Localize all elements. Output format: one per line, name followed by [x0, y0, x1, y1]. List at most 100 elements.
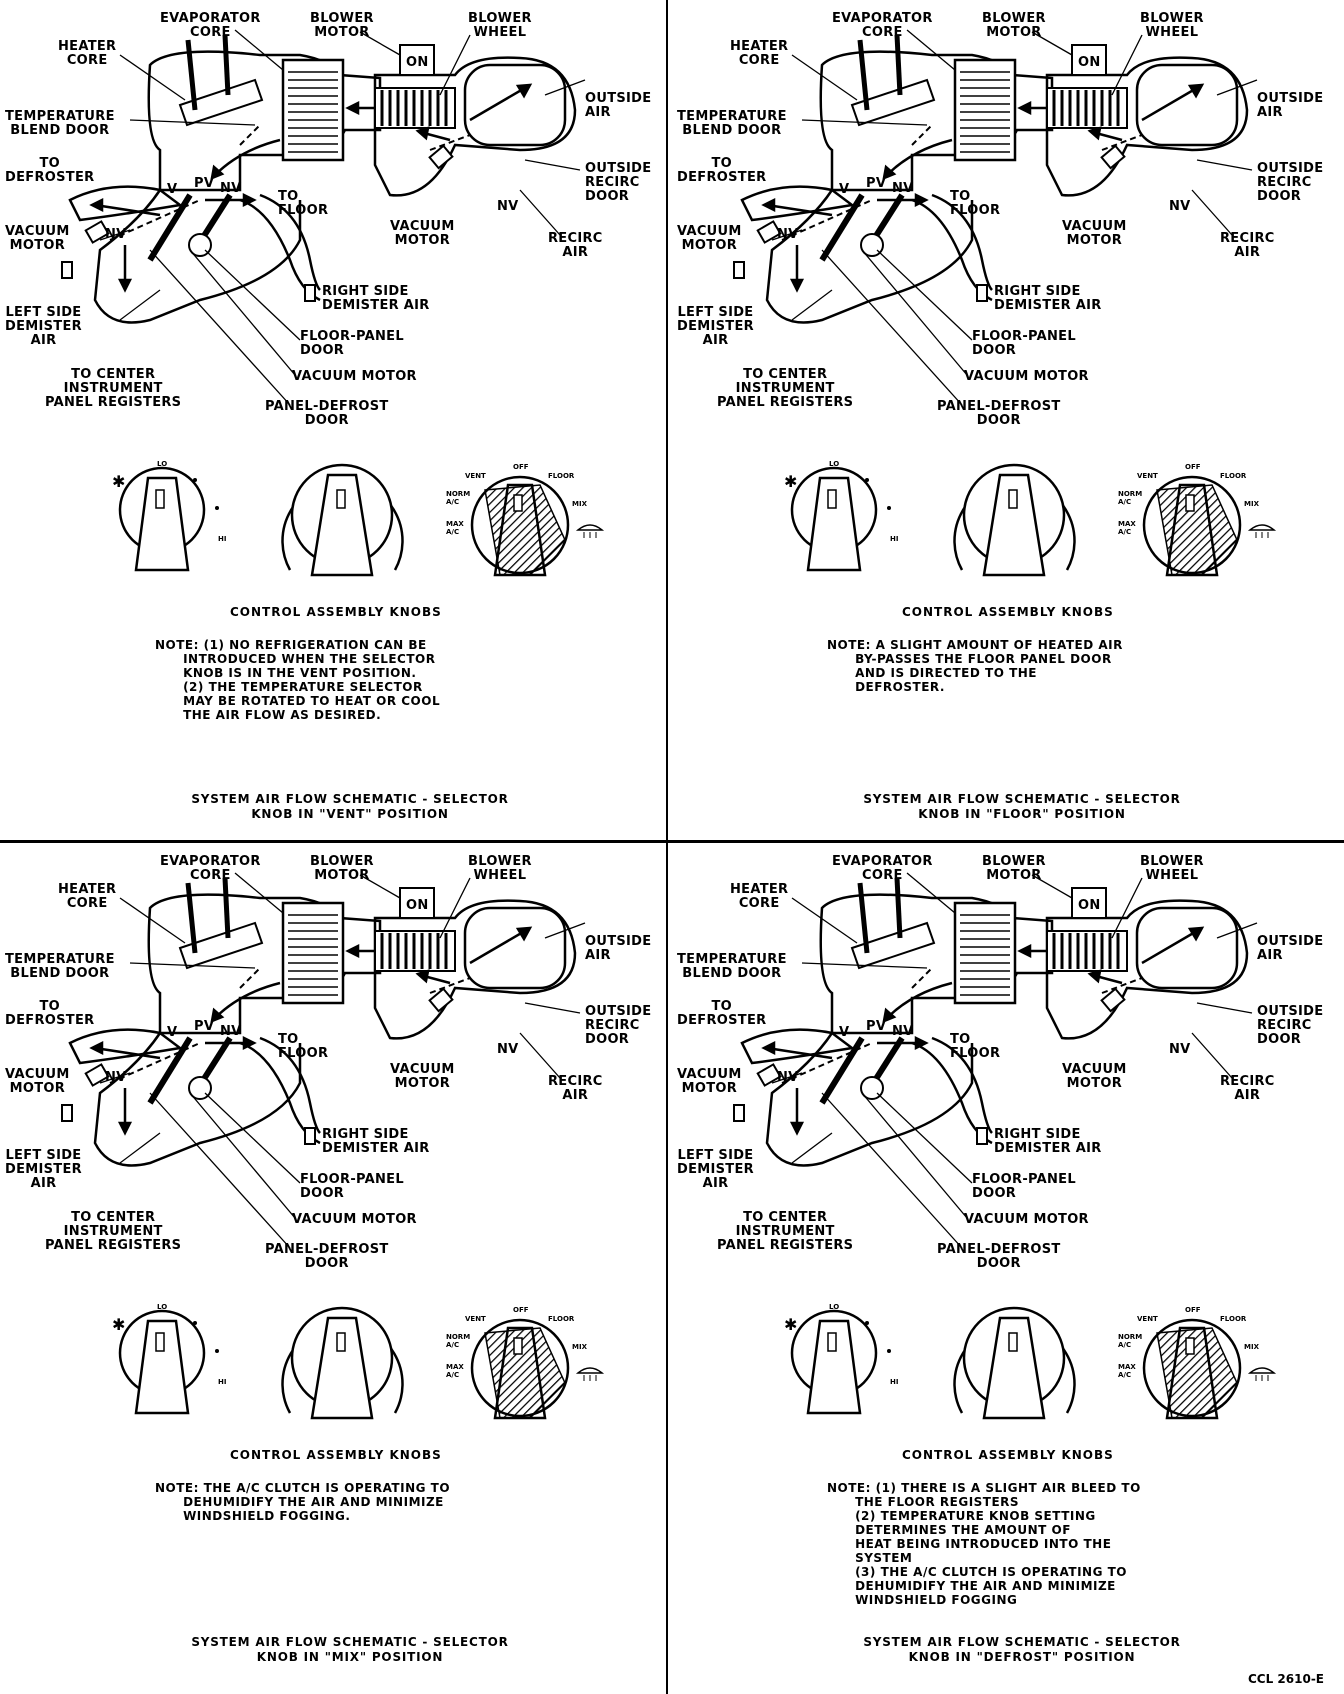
schematic-panel-2: EVAPORATOR CORE BLOWER MOTOR BLOWER WHEE…: [672, 0, 1344, 840]
mode-norm-ac-label: NORM A/C: [1118, 490, 1143, 506]
control-knobs: ✱: [784, 1306, 1277, 1420]
evaporator-fins: [288, 914, 338, 996]
control-knobs: ✱: [112, 463, 605, 577]
mode-mix-label: MIX: [1244, 1343, 1259, 1351]
mode-mix-label: MIX: [1244, 500, 1259, 508]
control-assembly-caption: CONTROL ASSEMBLY KNOBS: [902, 1448, 1114, 1462]
mode-max-ac-label: MAX A/C: [1118, 1363, 1136, 1379]
label-nv-left: NV: [777, 1070, 799, 1085]
label-right-side-demister: RIGHT SIDE DEMISTER AIR: [994, 1127, 1102, 1156]
note-text: NOTE: (1) THERE IS A SLIGHT AIR BLEED TO…: [827, 1481, 1141, 1607]
fan-knob: ✱: [784, 466, 891, 572]
control-knobs: ✱: [784, 463, 1277, 577]
mode-selector-knob: [470, 1318, 605, 1420]
vacuum-motors: [61, 144, 454, 302]
airflow-arrows: [761, 926, 1205, 1136]
label-v: V: [167, 1025, 178, 1040]
airflow-arrows: [89, 83, 533, 293]
label-right-side-demister: RIGHT SIDE DEMISTER AIR: [994, 284, 1102, 313]
vertical-divider: [666, 0, 668, 1694]
mode-max-ac-label: MAX A/C: [446, 520, 464, 536]
label-on: ON: [406, 55, 429, 70]
label-panel-defrost-door: PANEL-DEFROST DOOR: [265, 1242, 389, 1271]
label-floor-panel-door: FLOOR-PANEL DOOR: [972, 1172, 1076, 1201]
label-heater-core: HEATER CORE: [730, 39, 789, 68]
defrost-icon: [575, 1367, 605, 1381]
label-right-side-demister: RIGHT SIDE DEMISTER AIR: [322, 1127, 430, 1156]
label-heater-core: HEATER CORE: [730, 882, 789, 911]
mode-vent-label: VENT: [465, 1315, 486, 1323]
label-on: ON: [406, 898, 429, 913]
label-evaporator-core: EVAPORATOR CORE: [160, 11, 261, 40]
note-text: NOTE: (1) NO REFRIGERATION CAN BE INTROD…: [155, 638, 441, 722]
panel-title: SYSTEM AIR FLOW SCHEMATIC - SELECTOR KNO…: [191, 792, 509, 821]
label-left-side-demister: LEFT SIDE DEMISTER AIR: [5, 1148, 82, 1191]
label-blower-wheel: BLOWER WHEEL: [468, 11, 532, 40]
label-left-side-demister: LEFT SIDE DEMISTER AIR: [5, 305, 82, 348]
figure-code: CCL 2610-E: [1247, 1672, 1324, 1686]
label-to-floor: TO FLOOR: [950, 189, 1001, 218]
label-floor-panel-door: FLOOR-PANEL DOOR: [300, 329, 404, 358]
label-temperature-blend-door: TEMPERATURE BLEND DOOR: [677, 952, 787, 981]
label-right-side-demister: RIGHT SIDE DEMISTER AIR: [322, 284, 430, 313]
label-v: V: [167, 182, 178, 197]
label-blower-motor: BLOWER MOTOR: [982, 11, 1046, 40]
label-nv: NV: [220, 1024, 242, 1039]
label-blower-motor: BLOWER MOTOR: [310, 11, 374, 40]
control-knobs: ✱: [112, 1306, 605, 1420]
fan-lo-label: LO: [829, 460, 840, 468]
temperature-knob: [281, 463, 404, 577]
leader-lines: [99, 29, 586, 406]
label-vacuum-motor-mid: VACUUM MOTOR: [1062, 1062, 1127, 1091]
blower-wheel: [1046, 930, 1128, 972]
fan-knob: ✱: [112, 466, 219, 572]
panel-title: SYSTEM AIR FLOW SCHEMATIC - SELECTOR KNO…: [863, 792, 1181, 821]
fan-knob: ✱: [784, 1309, 891, 1415]
mode-mix-label: MIX: [572, 1343, 587, 1351]
label-vacuum-motor-bottom: VACUUM MOTOR: [292, 1212, 417, 1227]
label-nv-recirc: NV: [497, 1042, 519, 1057]
label-recirc-air: RECIRC AIR: [548, 231, 603, 260]
mode-floor-label: FLOOR: [548, 1315, 575, 1323]
label-vacuum-motor-left: VACUUM MOTOR: [5, 1067, 70, 1096]
fan-hi-label: HI: [218, 1378, 227, 1386]
fan-icon: ✱: [112, 1315, 125, 1334]
label-vacuum-motor-left: VACUUM MOTOR: [677, 224, 742, 253]
label-recirc-air: RECIRC AIR: [1220, 1074, 1275, 1103]
label-heater-core: HEATER CORE: [58, 882, 117, 911]
label-on: ON: [1078, 55, 1101, 70]
label-vacuum-motor-mid: VACUUM MOTOR: [390, 219, 455, 248]
mode-selector-knob: [1142, 1318, 1277, 1420]
label-panel-defrost-door: PANEL-DEFROST DOOR: [937, 1242, 1061, 1271]
control-assembly-caption: CONTROL ASSEMBLY KNOBS: [230, 605, 442, 619]
blower-motor-box: [1071, 887, 1107, 919]
defrost-icon: [1247, 1367, 1277, 1381]
blower-motor-box: [399, 44, 435, 76]
horizontal-divider: [0, 840, 1344, 843]
label-pv: PV: [866, 1019, 887, 1034]
label-floor-panel-door: FLOOR-PANEL DOOR: [972, 329, 1076, 358]
label-to-floor: TO FLOOR: [278, 1032, 329, 1061]
defrost-icon: [575, 524, 605, 538]
evaporator-fins: [960, 71, 1010, 153]
fan-lo-label: LO: [157, 1303, 168, 1311]
blower-wheel: [1046, 87, 1128, 129]
panel-title: SYSTEM AIR FLOW SCHEMATIC - SELECTOR KNO…: [863, 1635, 1181, 1664]
leader-lines: [99, 872, 586, 1249]
mode-norm-ac-label: NORM A/C: [1118, 1333, 1143, 1349]
label-on: ON: [1078, 898, 1101, 913]
label-v: V: [839, 1025, 850, 1040]
defrost-icon: [1247, 524, 1277, 538]
fan-hi-label: HI: [890, 535, 899, 543]
temperature-knob: [953, 1306, 1076, 1420]
label-v: V: [839, 182, 850, 197]
evaporator-fins: [288, 71, 338, 153]
label-nv-left: NV: [777, 227, 799, 242]
label-panel-defrost-door: PANEL-DEFROST DOOR: [937, 399, 1061, 428]
label-evaporator-core: EVAPORATOR CORE: [832, 11, 933, 40]
label-evaporator-core: EVAPORATOR CORE: [832, 854, 933, 883]
label-nv-recirc: NV: [497, 199, 519, 214]
label-panel-defrost-door: PANEL-DEFROST DOOR: [265, 399, 389, 428]
evaporator-fins: [960, 914, 1010, 996]
fan-lo-label: LO: [829, 1303, 840, 1311]
